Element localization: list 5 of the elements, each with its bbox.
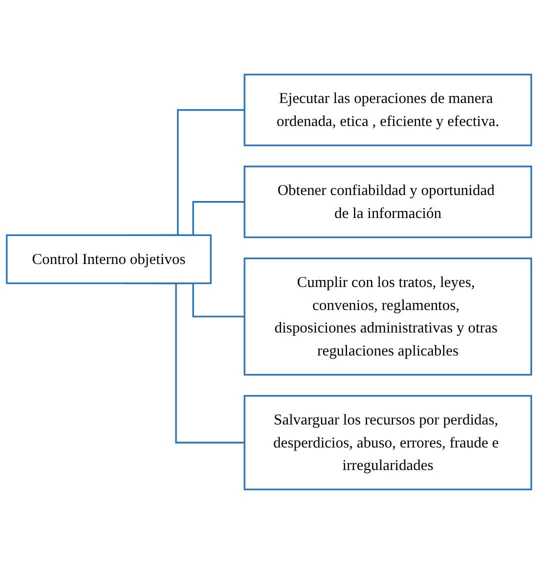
node-box [244, 395, 532, 490]
node-box [244, 258, 532, 376]
node-box [6, 234, 212, 284]
node-box [244, 166, 532, 238]
node-box [244, 74, 532, 146]
